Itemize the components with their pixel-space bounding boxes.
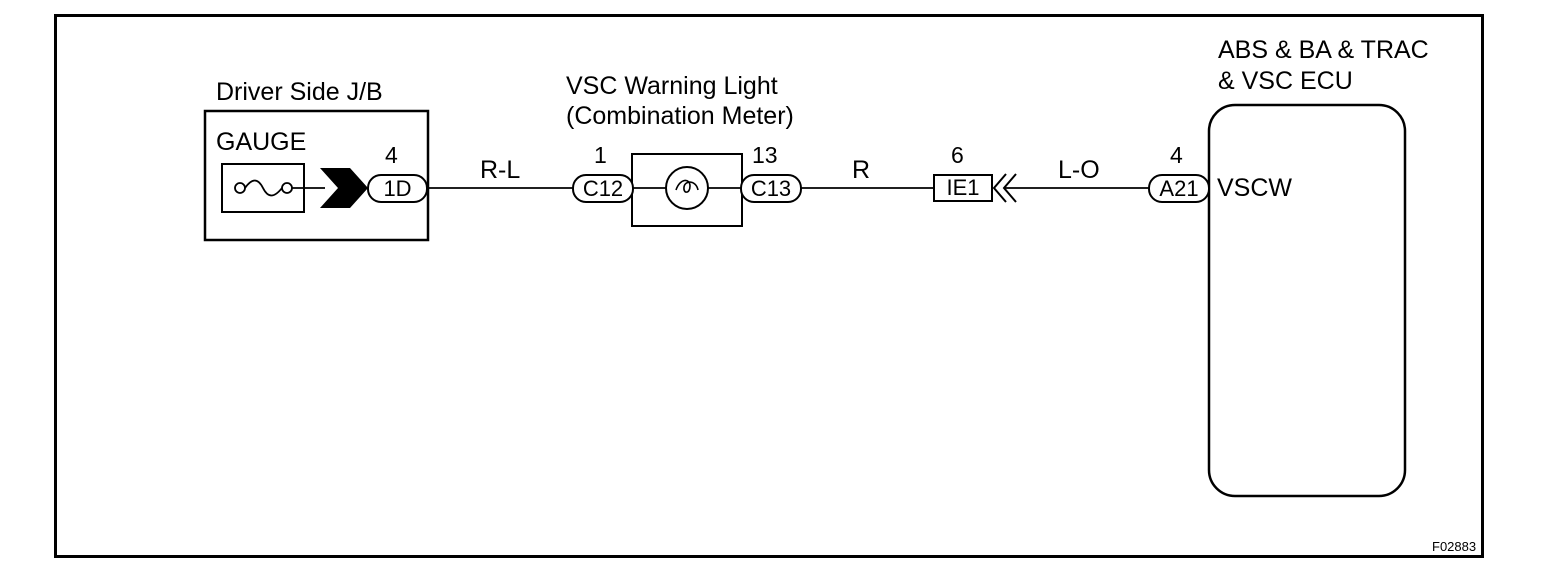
connector-1d: 1D xyxy=(367,174,428,203)
ie1-pin-number: 6 xyxy=(951,142,964,168)
a21-pin-number: 4 xyxy=(1170,142,1183,168)
jb-pin-number: 4 xyxy=(385,142,398,168)
ecu-title: ABS & BA & TRAC xyxy=(1218,36,1429,64)
connector-c13: C13 xyxy=(740,174,802,203)
wire-label-r-l: R-L xyxy=(480,156,521,184)
junction-block-box xyxy=(203,109,430,242)
connector-ie1: IE1 xyxy=(933,174,993,202)
c13-pin-number: 13 xyxy=(752,142,778,168)
ecu-box xyxy=(1207,103,1407,498)
warning-light-title: VSC Warning Light xyxy=(566,72,778,100)
diagram-frame xyxy=(54,14,1484,558)
figure-code: F02883 xyxy=(1432,539,1477,554)
warning-light-subtitle: (Combination Meter) xyxy=(566,102,794,130)
combination-meter-box xyxy=(631,153,743,227)
wire-label-l-o: L-O xyxy=(1058,156,1100,184)
ecu-subtitle: & VSC ECU xyxy=(1218,67,1353,95)
fuse-icon xyxy=(234,179,293,197)
connector-a21: A21 xyxy=(1148,174,1210,203)
fuse-label: GAUGE xyxy=(216,128,307,156)
connector-c12: C12 xyxy=(572,174,634,203)
bulb-icon xyxy=(665,166,709,210)
c12-pin-number: 1 xyxy=(594,142,607,168)
junction-block-title: Driver Side J/B xyxy=(216,78,383,106)
wire-label-r: R xyxy=(852,156,871,184)
ecu-terminal-vscw: VSCW xyxy=(1217,174,1292,202)
chevron-arrow-icon xyxy=(320,168,368,208)
